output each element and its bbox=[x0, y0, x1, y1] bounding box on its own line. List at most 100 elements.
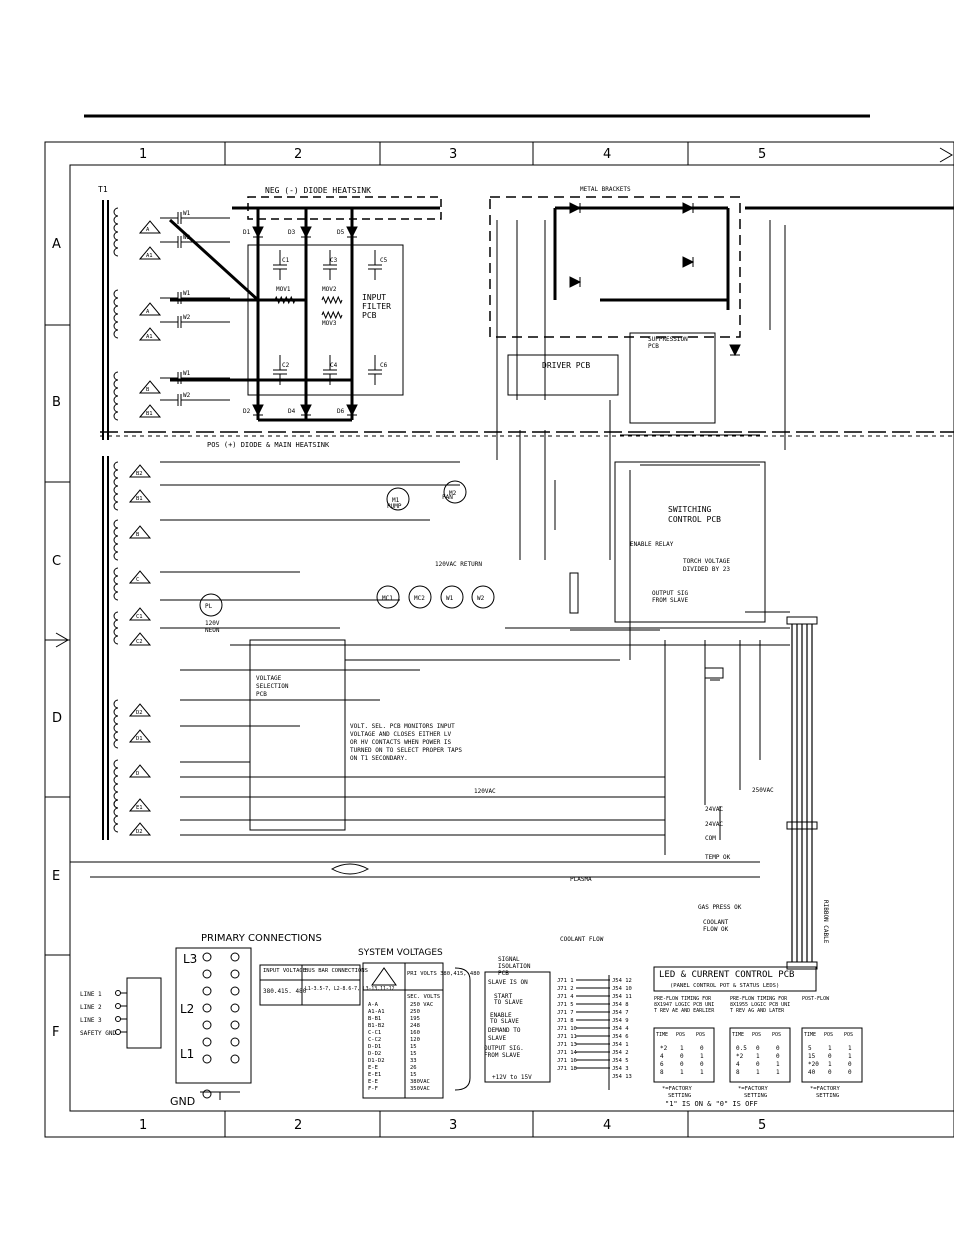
tap-label-A: A bbox=[146, 309, 150, 315]
tap-marker bbox=[138, 220, 162, 234]
tap-marker bbox=[128, 822, 152, 836]
tap-label-A: A bbox=[146, 227, 150, 233]
motor-label-M2: M2 bbox=[449, 490, 457, 497]
j71-pin: J71 18 bbox=[557, 1066, 577, 1072]
tap-label-B1: B1 bbox=[146, 411, 153, 417]
preflow-title: PRE-FLOW TIMING FOR bbox=[730, 996, 788, 1002]
preflow-title: POST-FLOW bbox=[802, 996, 830, 1002]
gnd-label: GND bbox=[170, 1095, 195, 1108]
preflow-hdr: TIME bbox=[732, 1032, 744, 1038]
power-bus bbox=[168, 206, 954, 422]
preflow-cell: 0 bbox=[700, 1061, 704, 1068]
enable-to-slave: ENABLE bbox=[490, 1012, 512, 1019]
j54-pin: J54 1 bbox=[612, 1042, 629, 1048]
tap-marker bbox=[128, 489, 152, 503]
j71-pin: J71 2 bbox=[557, 986, 574, 992]
slave-is-on: SLAVE IS ON bbox=[488, 979, 528, 986]
j54-pin: J54 6 bbox=[612, 1034, 629, 1040]
terminal bbox=[202, 1037, 212, 1047]
cap-c5: C5 bbox=[380, 257, 388, 264]
line-terminal bbox=[115, 1016, 121, 1022]
motor-label-MC1: MC1 bbox=[382, 595, 393, 602]
svt-val: 248 bbox=[410, 1023, 420, 1029]
terminal bbox=[230, 952, 240, 962]
cap-W2: W2 bbox=[183, 392, 191, 399]
preflow-cell: 0 bbox=[776, 1045, 780, 1052]
output-sig-label: FROM SLAVE bbox=[652, 597, 689, 604]
svt-pair: E-E bbox=[368, 1079, 378, 1085]
preflow-cell: 6 bbox=[660, 1061, 664, 1068]
diode-d2: D2 bbox=[243, 408, 251, 415]
line-input-1: LINE 2 bbox=[80, 1004, 102, 1011]
switching-control-pcb-box bbox=[614, 461, 766, 623]
return-120vac: 120VAC RETURN bbox=[435, 561, 482, 568]
ivt-h1: INPUT VOLTAGE bbox=[263, 968, 306, 974]
note-text: ON T1 SECONDARY. bbox=[350, 755, 408, 762]
cap-c3: C3 bbox=[330, 257, 338, 264]
j54-pin: J54 3 bbox=[612, 1066, 629, 1072]
line-terminal bbox=[115, 1029, 121, 1035]
torch-voltage-label: TORCH VOLTAGE bbox=[683, 558, 730, 565]
cap-W1: W1 bbox=[183, 290, 191, 297]
terminal bbox=[230, 1037, 240, 1047]
tap-label-C: C bbox=[136, 577, 139, 583]
preflow-title: PRE-FLOW TIMING FOR bbox=[654, 996, 712, 1002]
preflow-cell: 0 bbox=[776, 1053, 780, 1060]
terminal bbox=[202, 969, 212, 979]
motor-M1 bbox=[386, 487, 410, 511]
suppression-pcb-box bbox=[629, 332, 716, 424]
cap-W2: W2 bbox=[183, 314, 191, 321]
motor-PL bbox=[199, 593, 223, 617]
preflow-cell: 0.5 bbox=[736, 1045, 747, 1052]
primary-connections-title: PRIMARY CONNECTIONS bbox=[201, 933, 322, 944]
preflow-table bbox=[801, 1027, 863, 1083]
svt-val: 15 bbox=[410, 1044, 417, 1050]
svt-val: 120 bbox=[410, 1037, 420, 1043]
preflow-title: T REV AE AND EARLIER bbox=[654, 1008, 715, 1014]
j70-connector bbox=[569, 572, 579, 614]
preflow-hdr: POS bbox=[824, 1032, 833, 1038]
svg-text:T1: T1 bbox=[98, 185, 108, 194]
svt-pair: C-C2 bbox=[368, 1037, 381, 1043]
ribbon-connector-bot bbox=[786, 961, 818, 970]
preflow-title: T REV AG AND LATER bbox=[730, 1008, 785, 1014]
tap-marker bbox=[128, 464, 152, 478]
j54-pin: J54 4 bbox=[612, 1026, 629, 1032]
tap-label-B1: B1 bbox=[136, 496, 143, 502]
enable-to-slave: TO SLAVE bbox=[490, 1018, 519, 1025]
preflow-cell: 1 bbox=[756, 1053, 760, 1060]
tap-marker bbox=[128, 525, 152, 539]
demand-to-slave: DEMAND TO bbox=[488, 1027, 521, 1034]
bus-l2: L2 bbox=[180, 1002, 194, 1016]
j16-connector bbox=[704, 667, 724, 679]
suppression-label: SUPPRESSION bbox=[648, 336, 688, 343]
column-label-bottom-4: 4 bbox=[603, 1118, 611, 1133]
output-sig-slave: OUTPUT SIG. bbox=[484, 1045, 524, 1052]
switching-pcb-label: SWITCHING bbox=[668, 505, 712, 514]
j71-pin: J71 11 bbox=[557, 1034, 577, 1040]
svt-val: 380VAC bbox=[410, 1079, 430, 1085]
row-label-A: A bbox=[52, 237, 61, 252]
motor-W2 bbox=[471, 585, 495, 609]
primary-terminal-block bbox=[175, 947, 252, 1084]
column-label-bottom-2: 2 bbox=[294, 1118, 302, 1133]
factory-note: *=FACTORY bbox=[738, 1086, 768, 1092]
preflow-cell: 8 bbox=[736, 1069, 740, 1076]
j71-pin: J71 8 bbox=[557, 1018, 574, 1024]
tap-marker bbox=[128, 798, 152, 812]
bus-l3: L3 bbox=[183, 952, 197, 966]
cap-W2: W2 bbox=[183, 234, 191, 241]
voltage-sel-label: SELECTION bbox=[256, 683, 289, 690]
preflow-table bbox=[653, 1027, 715, 1083]
temp-ok-label: TEMP OK bbox=[705, 854, 731, 861]
input-filter-label: FILTER bbox=[362, 302, 391, 311]
j71-pin: J71 10 bbox=[557, 1026, 577, 1032]
column-label-1: 1 bbox=[139, 147, 147, 162]
motor-label-W1: W1 bbox=[446, 595, 454, 602]
row-label-F: F bbox=[52, 1025, 59, 1040]
output-sig-label: OUTPUT SIG bbox=[652, 590, 689, 597]
outer-frame bbox=[44, 141, 954, 1138]
preflow-cell: 0 bbox=[848, 1061, 852, 1068]
preflow-cell: 1 bbox=[700, 1053, 704, 1060]
svt-val: 33 bbox=[410, 1058, 417, 1064]
